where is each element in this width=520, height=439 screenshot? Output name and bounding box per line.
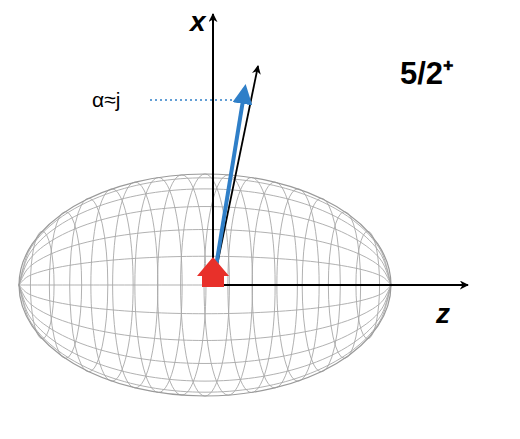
axis-label: x	[190, 8, 206, 36]
total-angular-momentum	[213, 66, 258, 285]
particle-spin-vector	[213, 88, 245, 285]
longitude-line	[19, 285, 391, 314]
core-rotation-arrow	[197, 257, 229, 287]
spin-parity-label: 5/2⁺	[400, 58, 453, 89]
longitude-line	[19, 285, 391, 340]
projection-line	[150, 99, 242, 101]
z-axis	[213, 284, 468, 286]
longitude-line	[19, 285, 391, 363]
longitude-line	[19, 285, 391, 381]
axis-label: z	[436, 300, 450, 328]
x-axis	[212, 14, 214, 285]
projection-label: α≈j	[92, 89, 120, 110]
longitude-line	[19, 285, 391, 392]
